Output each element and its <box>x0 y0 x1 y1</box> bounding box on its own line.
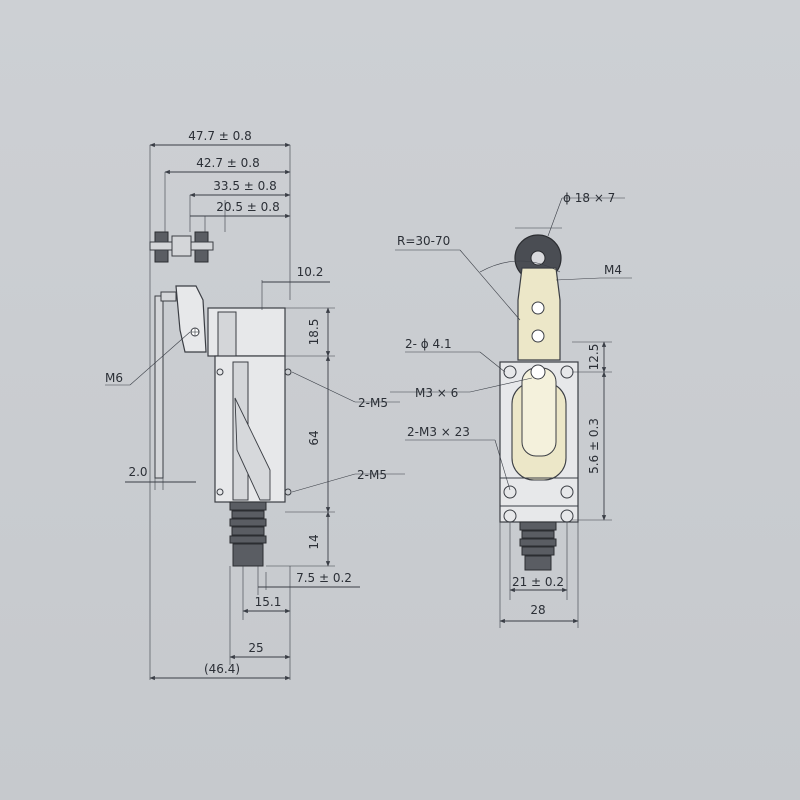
dim-lever-thickness: 2.0 <box>128 465 147 479</box>
label-lower-holes: 2-M5 <box>357 468 387 482</box>
label-radius: R=30-70 <box>397 234 450 248</box>
dim-top-offset: 10.2 <box>297 265 324 279</box>
dim-total-width: (46.4) <box>204 662 240 676</box>
dim-width-2: 42.7 ± 0.8 <box>196 156 260 170</box>
left-side-view: 47.7 ± 0.8 42.7 ± 0.8 33.5 ± 0.8 20.5 ± … <box>105 129 405 681</box>
dim-hole-spacing: 5.6 ± 0.3 <box>587 418 601 474</box>
dim-width-4: 20.5 ± 0.8 <box>216 200 280 214</box>
dim-body-width: 25 <box>248 641 263 655</box>
label-arm-screw: M3 × 6 <box>415 386 458 400</box>
label-mount-screws: 2-M3 × 23 <box>407 425 470 439</box>
dim-head-height: 18.5 <box>307 319 321 346</box>
dim-top-hole-spacing: 12.5 <box>587 344 601 371</box>
plunger-side <box>229 501 267 567</box>
label-roller: ϕ 18 × 7 <box>563 191 615 205</box>
dim-overall-width: 47.7 ± 0.8 <box>188 129 252 143</box>
label-lever-screw: M6 <box>105 371 123 385</box>
label-roller-screw: M4 <box>604 263 622 277</box>
label-upper-holes: 2-M5 <box>358 396 388 410</box>
dim-plunger-height: 14 <box>307 534 321 549</box>
lever-arm <box>154 285 207 479</box>
dim-body-width-front: 28 <box>530 603 545 617</box>
label-lever-holes: 2- ϕ 4.1 <box>405 337 452 351</box>
dim-plunger-offset: 7.5 ± 0.2 <box>296 571 352 585</box>
roller-assembly <box>149 231 214 263</box>
dim-hole-pitch: 21 ± 0.2 <box>512 575 564 589</box>
switch-body-side <box>207 307 292 503</box>
dim-width-3: 33.5 ± 0.8 <box>213 179 277 193</box>
dim-body-height: 64 <box>307 430 321 445</box>
plunger-front <box>519 521 557 571</box>
dim-plunger-width: 15.1 <box>255 595 282 609</box>
right-front-view: ϕ 18 × 7 R=30-70 M4 2- ϕ 4.1 M3 × 6 2-M3… <box>390 191 632 628</box>
